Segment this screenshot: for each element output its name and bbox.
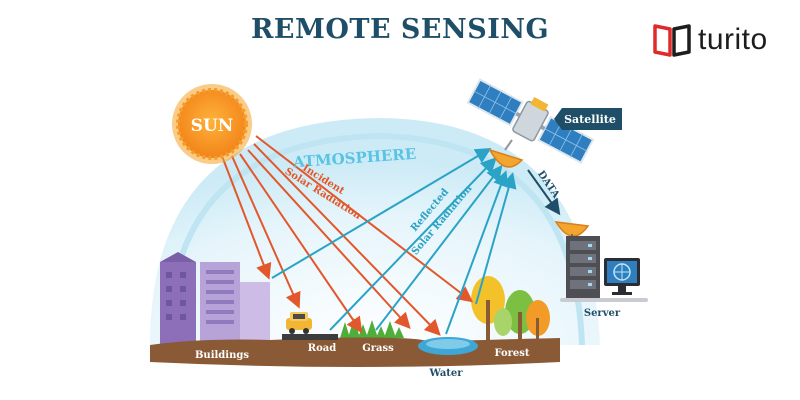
server-label: Server <box>584 308 621 319</box>
forest-illustration <box>471 276 550 340</box>
water-label: Water <box>428 368 463 379</box>
page-title: REMOTE SENSING <box>250 14 550 45</box>
atmosphere-ring <box>165 132 585 346</box>
reflected-radiation-arrows <box>271 147 517 335</box>
sun-illustration <box>172 84 252 164</box>
road-label: Road <box>308 343 336 354</box>
incident-radiation-arrows <box>221 135 474 336</box>
open-book-icon <box>653 24 691 57</box>
road-surface <box>282 334 338 340</box>
grass-label: Grass <box>362 343 394 354</box>
brand-name: turito <box>698 23 768 56</box>
satellite-badge <box>554 108 622 130</box>
data-arrow <box>527 169 561 216</box>
forest-label: Forest <box>494 348 529 359</box>
buildings-label: Buildings <box>195 350 249 361</box>
sun-label: SUN <box>191 116 234 136</box>
brand-logo: turito <box>652 20 768 60</box>
car-illustration <box>286 312 312 334</box>
satellite-dish <box>488 139 524 168</box>
satellite-label: Satellite <box>564 113 616 126</box>
buildings-illustration <box>160 252 270 348</box>
server-illustration <box>560 236 648 302</box>
satellite-illustration <box>466 78 595 164</box>
